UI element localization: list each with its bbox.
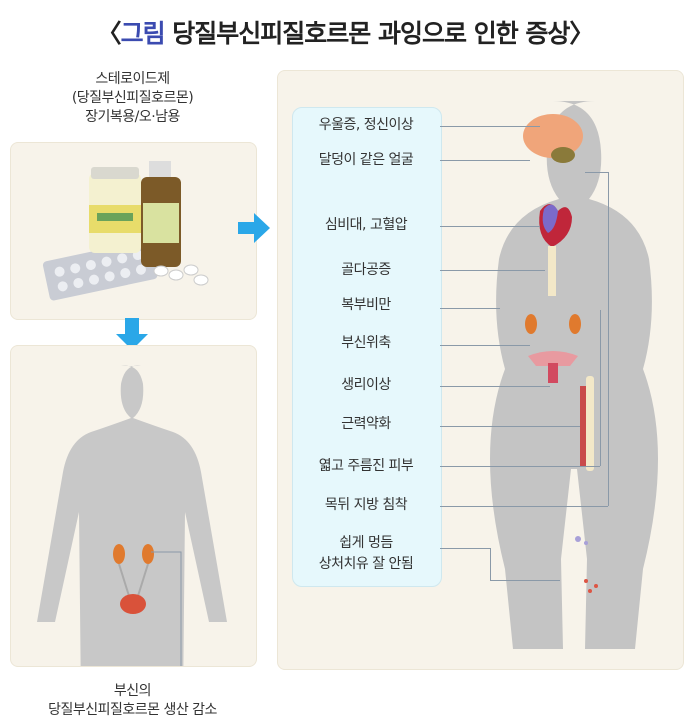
symptom-wound-healing: 상처치유 잘 안됨	[318, 556, 414, 572]
medicine-illustration	[42, 161, 209, 301]
body-silhouette	[37, 365, 227, 702]
symptom-buffalo-hump: 목뒤 지방 침착	[324, 497, 408, 513]
symptom-thin-skin: 엷고 주름진 피부	[318, 458, 414, 474]
arrow-right-icon	[238, 213, 270, 243]
obese-body-silhouette	[490, 101, 658, 649]
symptom-cardiomegaly: 심비대, 고혈압	[324, 217, 408, 233]
symptom-adrenal-atrophy: 부신위축	[341, 335, 391, 351]
symptom-moon-face: 달덩이 같은 얼굴	[318, 152, 414, 168]
drug-panel	[10, 142, 257, 320]
symptom-bruising: 쉽게 멍듬	[339, 535, 393, 551]
symptom-menstrual: 생리이상	[341, 377, 391, 393]
symptom-label-box	[292, 107, 442, 587]
symptom-muscle-weakness: 근력약화	[341, 416, 391, 432]
symptom-depression: 우울증, 정신이상	[318, 117, 414, 133]
symptom-abdominal-obesity: 복부비만	[341, 297, 391, 313]
symptom-osteoporosis: 골다공증	[341, 262, 391, 278]
drug-caption: 스테로이드제(당질부신피질호르몬)장기복용/오·남용	[71, 71, 194, 125]
page-title: 〈그림 당질부신피질호르몬 과잉으로 인한 증상〉	[96, 19, 595, 48]
arrow-down-icon	[116, 318, 148, 350]
adrenal-panel	[10, 345, 257, 702]
